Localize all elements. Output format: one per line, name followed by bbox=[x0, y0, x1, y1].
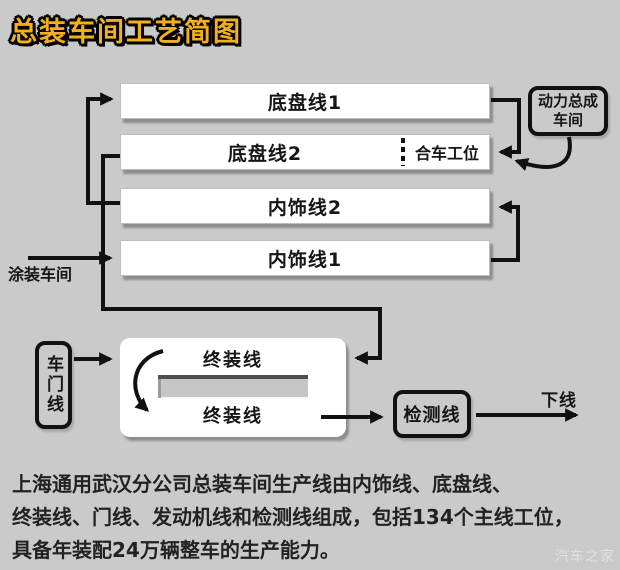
line-bar-interior-2-label: 内饰线2 bbox=[267, 196, 343, 219]
inspection-line-box: 检测线 bbox=[393, 390, 471, 438]
description-paragraph: 上海通用武汉分公司总装车间生产线由内饰线、底盘线、 终装线、门线、发动机线和检测… bbox=[12, 468, 612, 567]
line-bar-chassis-2-label: 底盘线2 bbox=[227, 142, 303, 165]
final-assembly-bottom-label: 终装线 bbox=[203, 406, 263, 427]
line-bar-interior-2: 内饰线2 bbox=[120, 188, 490, 224]
description-line-1: 上海通用武汉分公司总装车间生产线由内饰线、底盘线、 bbox=[12, 472, 512, 496]
conveyor-slot bbox=[158, 375, 308, 398]
final-assembly-box: 终装线 终装线 bbox=[120, 338, 346, 437]
line-bar-interior-1-label: 内饰线1 bbox=[267, 248, 343, 271]
connector-interior2-to-chassis1-arrow bbox=[86, 92, 120, 205]
paint-workshop-label: 涂装车间 bbox=[8, 265, 73, 284]
merge-station-label: 合车工位 bbox=[414, 144, 479, 163]
door-line-label: 车门线 bbox=[43, 355, 63, 415]
line-bar-interior-1: 内饰线1 bbox=[120, 240, 490, 276]
connector-interior1-to-interior2-arrow bbox=[491, 200, 520, 262]
line-bar-chassis-1: 底盘线1 bbox=[120, 83, 490, 119]
line-bar-chassis-1-label: 底盘线1 bbox=[267, 91, 343, 114]
watermark: 汽车之家 bbox=[555, 549, 615, 565]
page-title: 总装车间工艺简图 bbox=[10, 17, 242, 48]
offline-label: 下线 bbox=[541, 391, 577, 411]
final-assembly-top-label: 终装线 bbox=[203, 350, 263, 371]
line-bar-chassis-2: 底盘线2 合车工位 bbox=[120, 134, 490, 170]
merge-station-divider bbox=[401, 138, 405, 166]
description-line-2: 终装线、门线、发动机线和检测线组成，包括134个主线工位， bbox=[12, 505, 574, 529]
power-assembly-workshop-label: 动力总成车间 bbox=[537, 92, 598, 129]
power-assembly-workshop-box: 动力总成车间 bbox=[528, 86, 608, 136]
inspection-line-label: 检测线 bbox=[403, 405, 461, 426]
description-line-3: 具备年装配24万辆整车的生产能力。 bbox=[12, 538, 340, 562]
connector-power-to-merge-arrow bbox=[514, 136, 572, 171]
door-line-box: 车门线 bbox=[35, 341, 72, 429]
connector-chassis1-to-chassis2-arrow bbox=[491, 98, 521, 159]
